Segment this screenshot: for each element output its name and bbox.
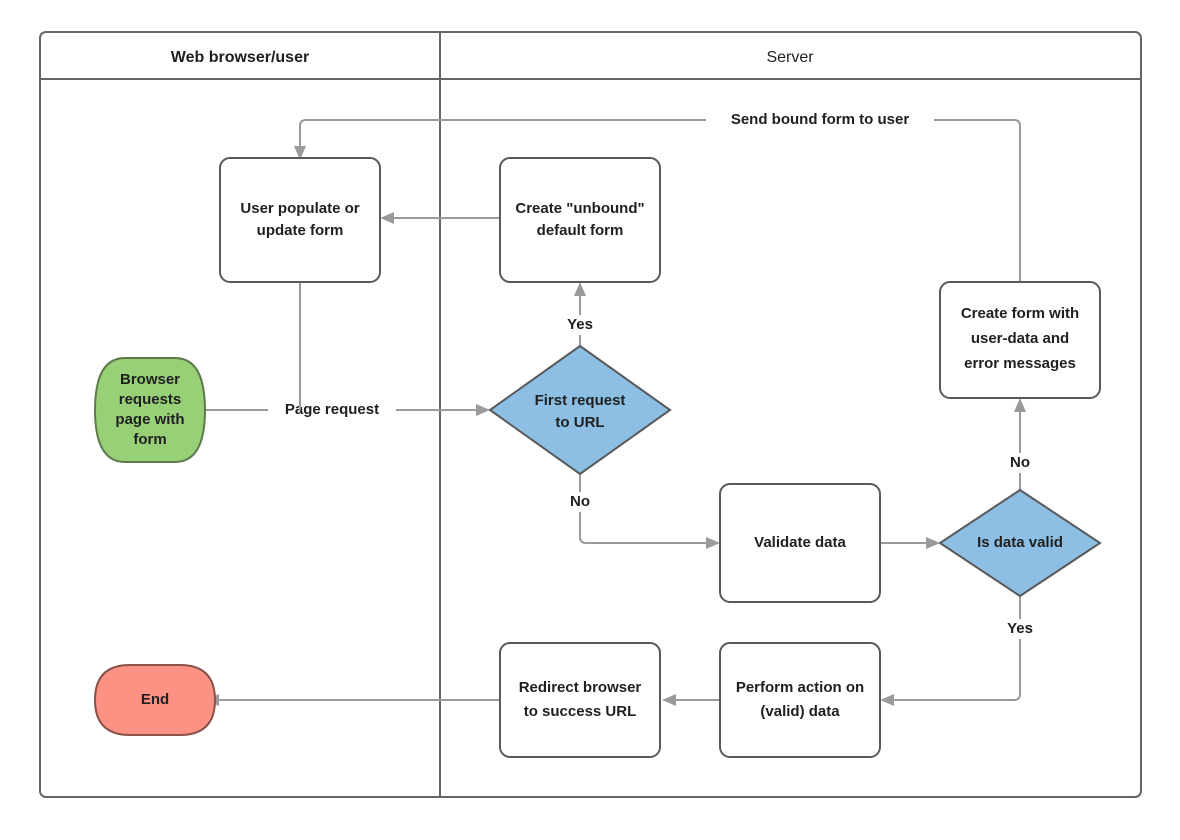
edge-label-backdrop-yes-first bbox=[557, 315, 603, 335]
node-end-label: End bbox=[141, 691, 169, 708]
node-end[interactable]: End bbox=[93, 664, 217, 736]
edge-page-request-arrowhead bbox=[476, 404, 490, 416]
edge-label-backdrop-send-bound bbox=[706, 110, 934, 130]
flowchart-nodes: User populate or update form Create "unb… bbox=[93, 157, 1102, 758]
edge-send-bound-form-path bbox=[299, 119, 1021, 282]
swimlane-outer-border bbox=[39, 31, 1142, 798]
edge-send-bound-form-arrowhead bbox=[294, 146, 306, 160]
edge-validate-to-is-valid-arrowhead bbox=[926, 537, 940, 549]
edge-is-valid-yes-arrowhead bbox=[880, 694, 894, 706]
node-browser-requests-shape[interactable] bbox=[93, 357, 207, 463]
node-is-data-valid[interactable]: Is data valid bbox=[938, 488, 1102, 598]
node-user-populate-line-2: update form bbox=[257, 222, 344, 239]
edge-unbound-to-user-arrowhead bbox=[380, 212, 394, 224]
node-end-shape[interactable] bbox=[93, 664, 217, 736]
node-browser-requests-line-2: requests bbox=[119, 391, 182, 408]
node-create-form-errors-line-1: Create form with bbox=[961, 305, 1079, 322]
edge-first-request-yes: Yes bbox=[557, 282, 603, 346]
edge-first-request-no-arrowhead bbox=[706, 537, 720, 549]
edge-label-first-request-yes: Yes bbox=[567, 316, 593, 333]
node-create-unbound-line-1: Create "unbound" bbox=[515, 200, 644, 217]
edge-label-first-request-no: No bbox=[570, 493, 590, 510]
edge-perform-to-redirect-arrowhead bbox=[662, 694, 676, 706]
node-is-data-valid-shape[interactable] bbox=[938, 488, 1102, 598]
node-redirect-browser-shape[interactable] bbox=[499, 642, 661, 758]
edge-is-valid-no-arrowhead bbox=[1014, 398, 1026, 412]
edge-validate-to-is-valid bbox=[880, 537, 940, 549]
node-validate-data[interactable]: Validate data bbox=[719, 483, 881, 603]
lane-title-browser: Web browser/user bbox=[171, 49, 309, 66]
edge-redirect-to-end bbox=[205, 694, 500, 706]
node-validate-data-shape[interactable] bbox=[719, 483, 881, 603]
edge-label-is-valid-no: No bbox=[1010, 454, 1030, 471]
edge-send-bound-form-to-user: Send bound form to user bbox=[294, 110, 1021, 282]
edge-unbound-to-user-populate bbox=[380, 212, 500, 224]
node-perform-action-line-2: (valid) data bbox=[760, 703, 840, 720]
edge-first-request-no-path bbox=[579, 474, 710, 544]
swimlane-frame bbox=[39, 31, 1142, 798]
node-create-form-errors-line-2: user-data and bbox=[971, 330, 1069, 347]
node-create-unbound-line-2: default form bbox=[537, 222, 624, 239]
node-first-request-shape[interactable] bbox=[488, 344, 672, 476]
node-create-form-with-user-data-and-error-messages[interactable]: Create form with user-data and error mes… bbox=[939, 281, 1101, 399]
node-perform-action-line-1: Perform action on bbox=[736, 679, 864, 696]
node-redirect-browser-line-2: to success URL bbox=[524, 703, 637, 720]
edge-label-backdrop-no-first bbox=[558, 492, 602, 512]
node-create-unbound-default-form[interactable]: Create "unbound" default form bbox=[499, 157, 661, 283]
edge-is-valid-yes: Yes bbox=[880, 596, 1044, 706]
node-browser-requests-line-3: page with bbox=[115, 411, 184, 428]
edge-label-backdrop-no-valid bbox=[998, 453, 1042, 473]
lane-title-server: Server bbox=[766, 49, 814, 66]
node-validate-data-line-1: Validate data bbox=[754, 534, 846, 551]
node-first-request-line-2: to URL bbox=[555, 414, 604, 431]
node-user-populate-line-1: User populate or bbox=[240, 200, 359, 217]
node-is-data-valid-line-1: Is data valid bbox=[977, 534, 1063, 551]
node-browser-requests-line-1: Browser bbox=[120, 371, 180, 388]
node-create-form-errors-shape[interactable] bbox=[939, 281, 1101, 399]
edge-page-request: Page request bbox=[205, 400, 490, 420]
node-browser-requests-page-with-form[interactable]: Browser requests page with form bbox=[93, 357, 207, 463]
node-perform-action-shape[interactable] bbox=[719, 642, 881, 758]
node-redirect-browser-line-1: Redirect browser bbox=[519, 679, 642, 696]
node-first-request-to-url[interactable]: First request to URL bbox=[488, 344, 672, 476]
edge-first-request-no: No bbox=[558, 474, 720, 549]
edge-is-valid-no: No bbox=[998, 398, 1042, 490]
edge-label-is-valid-yes: Yes bbox=[1007, 620, 1033, 637]
node-create-unbound-shape[interactable] bbox=[499, 157, 661, 283]
edge-label-send-bound-form-to-user: Send bound form to user bbox=[731, 111, 909, 128]
node-user-populate-or-update-form[interactable]: User populate or update form bbox=[219, 157, 381, 283]
node-user-populate-shape[interactable] bbox=[219, 157, 381, 283]
node-perform-action-on-valid-data[interactable]: Perform action on (valid) data bbox=[719, 642, 881, 758]
node-create-form-errors-line-3: error messages bbox=[964, 355, 1076, 372]
flowchart-edges: Send bound form to user Yes Page request bbox=[205, 110, 1044, 706]
edge-perform-to-redirect bbox=[662, 694, 720, 706]
edge-label-page-request: Page request bbox=[285, 401, 379, 418]
edge-first-request-yes-arrowhead bbox=[574, 282, 586, 296]
node-redirect-browser-to-success-url[interactable]: Redirect browser to success URL bbox=[499, 642, 661, 758]
edge-label-backdrop-yes-valid bbox=[996, 619, 1044, 639]
edge-is-valid-yes-path bbox=[890, 596, 1021, 701]
node-browser-requests-line-4: form bbox=[133, 431, 166, 448]
node-first-request-line-1: First request bbox=[535, 392, 626, 409]
swimlane-titles: Web browser/user Server bbox=[171, 49, 814, 66]
